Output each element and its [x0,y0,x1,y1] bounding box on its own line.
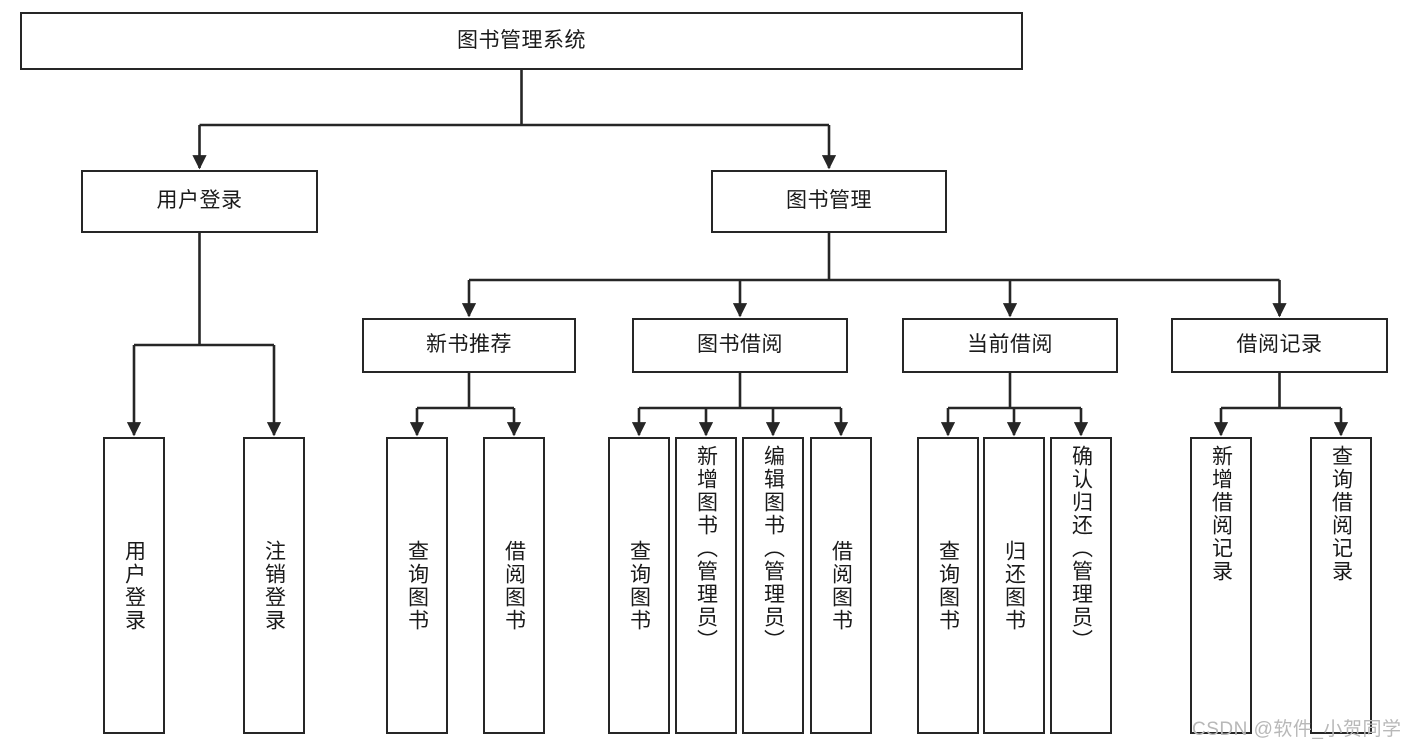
node-label: 用户登录 [156,189,243,213]
node-label: 借阅记录 [1236,333,1323,357]
node-borrow[interactable]: 图书借阅 [632,318,848,373]
node-label: 归还图书 [1002,539,1026,632]
node-leaf-bw-add[interactable]: 新增图书（管理员） [675,437,737,734]
node-root[interactable]: 图书管理系统 [20,12,1023,70]
node-label: 新增借阅记录 [1209,445,1233,583]
node-leaf-nb-query[interactable]: 查询图书 [386,437,448,734]
node-label: 确认归还（管理员） [1069,445,1093,652]
node-label: 查询图书 [627,539,651,632]
node-current[interactable]: 当前借阅 [902,318,1118,373]
node-label: 注销登录 [262,539,286,632]
node-label: 图书管理 [786,189,872,213]
node-newbook[interactable]: 新书推荐 [362,318,576,373]
node-label: 编辑图书（管理员） [761,445,785,652]
node-leaf-cur-return[interactable]: 归还图书 [983,437,1045,734]
node-leaf-nb-borrow[interactable]: 借阅图书 [483,437,545,734]
node-leaf-rec-query[interactable]: 查询借阅记录 [1310,437,1372,734]
node-label: 新增图书（管理员） [694,445,718,652]
node-label: 查询借阅记录 [1329,445,1353,583]
node-leaf-cur-confirm[interactable]: 确认归还（管理员） [1050,437,1112,734]
node-login[interactable]: 用户登录 [81,170,318,233]
node-leaf-cur-query[interactable]: 查询图书 [917,437,979,734]
node-records[interactable]: 借阅记录 [1171,318,1388,373]
node-bookmgmt[interactable]: 图书管理 [711,170,947,233]
node-leaf-user-logout[interactable]: 注销登录 [243,437,305,734]
node-label: 借阅图书 [829,539,853,632]
node-label: 借阅图书 [502,539,526,632]
node-label: 当前借阅 [967,333,1053,357]
node-label: 查询图书 [405,539,429,632]
node-leaf-bw-borrow[interactable]: 借阅图书 [810,437,872,734]
node-leaf-user-login[interactable]: 用户登录 [103,437,165,734]
node-label: 图书借阅 [697,333,783,357]
node-label: 图书管理系统 [457,28,586,52]
node-leaf-rec-add[interactable]: 新增借阅记录 [1190,437,1252,734]
node-label: 新书推荐 [426,333,512,357]
node-label: 用户登录 [122,539,146,632]
node-leaf-bw-query[interactable]: 查询图书 [608,437,670,734]
node-leaf-bw-edit[interactable]: 编辑图书（管理员） [742,437,804,734]
csdn-watermark: CSDN @软件_小贺同学 [1192,719,1402,740]
node-label: 查询图书 [936,539,960,632]
